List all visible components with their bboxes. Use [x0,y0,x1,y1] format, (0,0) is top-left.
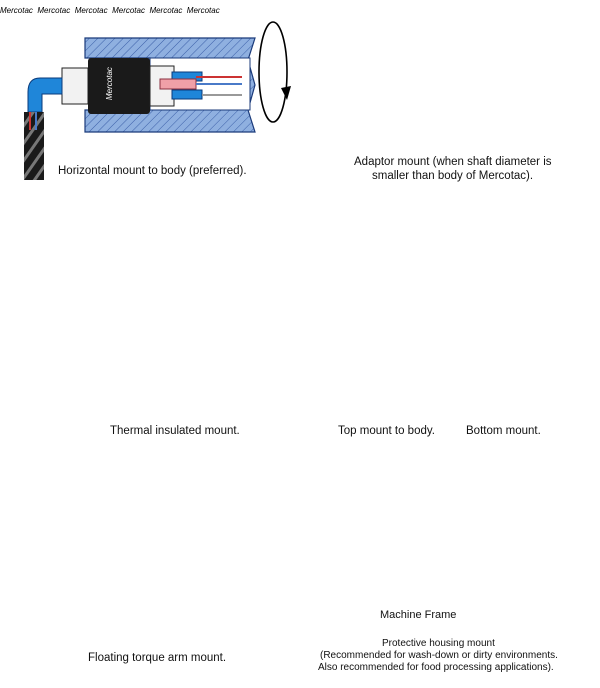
machine-frame-top: Mercotac [187,0,220,17]
machine-frame-bottom: Mercotac [187,0,220,17]
caption-bottom-mount: Bottom mount. [466,425,541,437]
caption-top-mount: Top mount to body. [338,425,435,437]
collar: Mercotac [0,0,37,17]
panel-adaptor-mount: Mercotac [0,0,37,17]
collar: Mercotac [149,0,186,17]
mercotac-body: Mercotac [186,6,220,15]
collar: Mercotac [37,0,74,17]
collar: Mercotac [187,0,220,17]
rotation-arrow: Mercotac [112,0,149,17]
shaft-housing: Mercotac [0,0,37,17]
mercotac-body: Mercotac [37,6,71,15]
cable [24,112,44,180]
mercotac-body: Mercotac [149,6,183,15]
caption-floating-mount: Floating torque arm mount. [88,652,227,664]
panel-bottom-mount: Mercotac [112,0,149,17]
caption-horizontal-mount: Horizontal mount to body (preferred). [58,165,247,177]
mercotac-body: Mercotac [74,6,108,15]
mercotac-body: Mercotac [0,6,33,15]
machine-frame-label: Machine Frame [380,609,457,621]
panel-thermal-mount: Mercotac [37,0,74,17]
caption-protective-mount-line2: (Recommended for wash-down or dirty envi… [320,650,558,661]
elbow-connector: Mercotac [75,0,112,17]
elbow-connector [27,77,63,113]
mercotac-body [88,58,150,114]
caption-protective-mount-line3: Also recommended for food processing app… [318,662,554,673]
shaft-housing: Mercotac [187,0,220,17]
panel-top-mount: Mercotac [75,0,112,17]
end-view-ring: Mercotac [149,0,186,17]
caption-protective-mount-line1: Protective housing mount [382,638,495,649]
collar [61,67,89,105]
protective-housing: Mercotac [187,0,220,17]
shaft-housing: Mercotac [37,0,74,17]
caption-adaptor-mount-line1: Adaptor mount (when shaft diameter is [354,156,552,168]
caption-adaptor-mount-line2: smaller than body of Mercotac). [372,170,534,182]
panel-horizontal-mount: Mercotac [24,21,291,180]
cable: Mercotac [75,0,112,17]
collar: Mercotac [75,0,112,17]
adaptor-sleeve: Mercotac [0,0,37,17]
shaft-housing: Mercotac [75,0,112,17]
panel-floating-mount: Mercotac [149,0,186,17]
shaft-housing: Mercotac [112,0,149,17]
shaft-housing: Mercotac [149,0,186,17]
thermal-insulation: Mercotac [37,0,74,17]
svg-text:Mercotac: Mercotac [105,67,114,100]
mercotac-body: Mercotac [112,6,145,15]
caption-thermal-mount: Thermal insulated mount. [110,425,240,437]
panel-protective-mount: Mercotac [187,0,220,17]
rotation-arrow [258,21,288,123]
